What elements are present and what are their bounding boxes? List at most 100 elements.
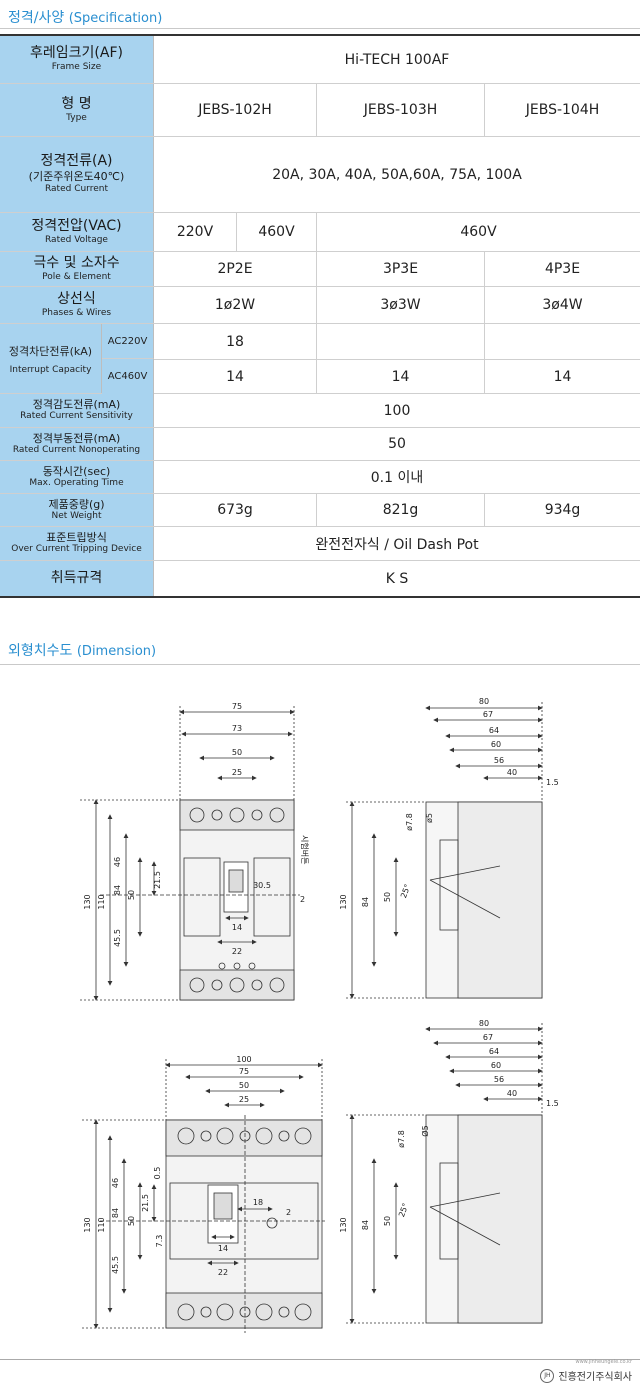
dim-title-ko: 외형치수도 [8, 643, 73, 659]
d1-s-40: 40 [507, 768, 517, 777]
d1-h-84: 84 [113, 885, 122, 895]
spec-title-rule [0, 28, 640, 29]
d2-s-1-5: 1.5 [546, 1099, 559, 1108]
cell-sensitivity: 100 [383, 402, 411, 419]
cell-nonop: 50 [388, 436, 406, 452]
cell-ac460-3: 14 [484, 359, 640, 394]
cell-pole-3: 4P3E [484, 252, 640, 286]
label-trip: 표준트립방식 Over Current Tripping Device [0, 527, 154, 560]
label-ac460: AC460V [102, 359, 154, 394]
cell-weight-2: 821g [316, 494, 484, 526]
cell-pole-1: 2P2E [217, 261, 253, 277]
cell-optime: 0.1 이내 [370, 470, 424, 486]
d2-s-40: 40 [507, 1089, 517, 1098]
drawing-3p-svg: 75 73 50 25 130 110 84 50 46 45.5 21.5 3… [80, 697, 559, 1001]
label-std: 취득규격 [0, 561, 154, 596]
d2-s-130: 130 [339, 1217, 348, 1232]
label-frame-ko: 후레임크기(AF) [30, 45, 123, 62]
label-trip-ko: 표준트립방식 [46, 531, 107, 545]
cell-type-102: JEBS-102H [198, 102, 272, 118]
d1-in-2: 2 [300, 895, 305, 904]
dimension-drawing-4p: 100 75 50 25 130 110 84 50 46 45.5 21.5 … [0, 1015, 640, 1353]
d1-h-50: 50 [127, 890, 136, 900]
d1-s-25deg: 25° [399, 883, 412, 899]
d1-s-80: 80 [479, 697, 489, 706]
cell-phases-1: 1ø2W [214, 297, 256, 313]
d2-h-45-5: 45.5 [111, 1256, 120, 1274]
dim-title-en: (Dimension) [76, 644, 157, 659]
label-optime: 동작시간(sec) Max. Operating Time [0, 461, 154, 493]
label-optime-en: Max. Operating Time [29, 477, 124, 488]
label-interrupt-en: Interrupt Capacity [9, 364, 92, 375]
label-current-ko: 정격전류(A) [40, 153, 113, 170]
label-voltage: 정격전압(VAC) Rated Voltage [0, 213, 154, 251]
d1-s-67: 67 [483, 710, 493, 719]
drawing-4p-svg: 100 75 50 25 130 110 84 50 46 45.5 21.5 … [82, 1019, 559, 1333]
label-optime-ko: 동작시간(sec) [42, 464, 111, 478]
cell-frame: Hi-TECH 100AF [344, 51, 450, 68]
d2-s-80: 80 [479, 1019, 489, 1028]
label-phases-en: Phases & Wires [41, 307, 112, 318]
d2-h-130: 130 [83, 1217, 92, 1232]
cell-ac220-1: 18 [226, 333, 244, 350]
label-current: 정격전류(A) (기준주위온도40℃) Rated Current [0, 137, 154, 212]
dimension-drawing-3p: 75 73 50 25 130 110 84 50 46 45.5 21.5 3… [0, 690, 640, 1010]
spec-section-title: 정격/사양 (Specification) [8, 7, 162, 27]
d2-h-110: 110 [97, 1217, 106, 1232]
d1-s-1-5: 1.5 [546, 778, 559, 787]
row-optime: 동작시간(sec) Max. Operating Time 0.1 이내 [0, 461, 640, 494]
d1-test-button-label: 시험버튼 [300, 835, 310, 864]
spec-title-ko: 정격/사양 [8, 10, 65, 26]
d1-s-50: 50 [383, 892, 392, 902]
d1-w-25: 25 [232, 768, 242, 777]
d2-w-50: 50 [239, 1081, 249, 1090]
row-pole: 극수 및 소자수 Pole & Element 2P2E 3P3E 4P3E [0, 252, 640, 287]
d1-s-64: 64 [489, 726, 499, 735]
label-std-ko: 취득규격 [50, 570, 103, 587]
row-phases: 상선식 Phases & Wires 1ø2W 3ø3W 3ø4W [0, 287, 640, 324]
d2-s-25deg: 25° [397, 1202, 410, 1218]
d1-in-22: 22 [232, 947, 242, 956]
d2-h-7-3: 7.3 [155, 1235, 164, 1248]
cell-ac220-3 [484, 324, 640, 359]
row-trip: 표준트립방식 Over Current Tripping Device 완전전자… [0, 527, 640, 561]
d2-in-18: 18 [253, 1198, 263, 1207]
spec-title-en: (Specification) [68, 11, 163, 26]
d2-w-75: 75 [239, 1067, 249, 1076]
company-mark-icon: JH [540, 1368, 555, 1383]
cell-ac460-1: 14 [226, 368, 244, 385]
row-type: 형 명 Type JEBS-102H JEBS-103H JEBS-104H [0, 84, 640, 137]
cell-pole-2: 3P3E [316, 252, 484, 286]
row-current: 정격전류(A) (기준주위온도40℃) Rated Current 20A, 3… [0, 137, 640, 213]
label-pole-ko: 극수 및 소자수 [33, 254, 120, 271]
d2-h-0-5: 0.5 [153, 1167, 162, 1180]
footer-rule [0, 1359, 640, 1360]
cell-type-104: JEBS-104H [484, 84, 640, 136]
row-nonop: 정격부동전류(mA) Rated Current Nonoperating 50 [0, 428, 640, 461]
d1-in-30-5: 30.5 [253, 881, 271, 890]
cell-std: K S [385, 570, 409, 587]
label-voltage-en: Rated Voltage [45, 234, 108, 245]
label-frame-en: Frame Size [51, 62, 102, 73]
label-weight: 제품중량(g) Net Weight [0, 494, 154, 526]
company-url: www.jinheungele.co.kr [575, 1359, 633, 1365]
label-trip-en: Over Current Tripping Device [11, 544, 142, 555]
cell-voltage-220: 220V [176, 224, 214, 240]
label-voltage-ko: 정격전압(VAC) [31, 217, 122, 234]
d2-s-phi5: Ø5 [420, 1125, 430, 1136]
label-current-en: Rated Current [44, 184, 108, 195]
company-logo: www.jinheungele.co.kr JH 진흥전기주식회사 [540, 1359, 632, 1383]
cell-weight-1: 673g [217, 502, 253, 518]
label-phases: 상선식 Phases & Wires [0, 287, 154, 323]
d2-s-67: 67 [483, 1033, 493, 1042]
d2-in-14: 14 [218, 1244, 228, 1253]
cell-phases-2: 3ø3W [316, 287, 484, 323]
row-weight: 제품중량(g) Net Weight 673g 821g 934g [0, 494, 640, 527]
d2-s-phi78: ø7.8 [397, 1130, 406, 1148]
row-sensitivity: 정격감도전류(mA) Rated Current Sensitivity 100 [0, 394, 640, 428]
row-interrupt: 정격차단전류(kA) Interrupt Capacity AC220V AC4… [0, 324, 640, 394]
cell-voltage-460b: 460V [316, 213, 640, 251]
d1-w-50: 50 [232, 748, 242, 757]
dim-section-title: 외형치수도 (Dimension) [8, 640, 156, 660]
spec-table: 후레임크기(AF) Frame Size Hi-TECH 100AF 형 명 T… [0, 34, 640, 598]
